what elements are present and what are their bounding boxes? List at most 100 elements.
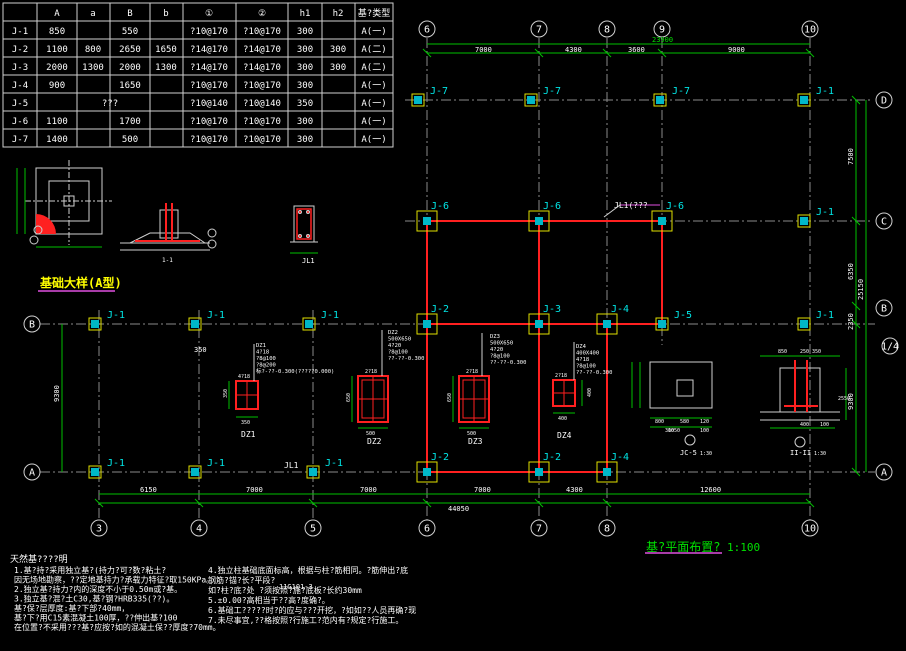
dz2-name: DZ2 <box>367 437 382 446</box>
footing-label: J-1 <box>107 310 125 321</box>
dz2-note: 4?20 <box>388 343 401 349</box>
table-cell: 1700 <box>119 117 141 127</box>
table-header-cell: 基?类型 <box>358 7 390 19</box>
footing-column <box>309 468 317 476</box>
table-cell: ?14@170 <box>243 63 281 73</box>
footing-label: J-4 <box>611 304 629 315</box>
axis-left-A <box>23 463 41 481</box>
dz1-top: 4?18 <box>238 374 250 380</box>
note-left-line: 基?保?层厚度:基?下部?40mm， <box>14 603 129 613</box>
axis-bottom-8 <box>598 519 616 537</box>
dz3-w: 500 <box>467 431 476 437</box>
axis-right-A-label: A <box>881 468 887 479</box>
axis-bottom-5 <box>304 519 322 537</box>
table-cell: A(一) <box>361 27 386 37</box>
dz3-top: 2?18 <box>466 369 478 375</box>
jc5-scale: 1:30 <box>700 451 712 457</box>
table-header-cell: ② <box>258 9 266 19</box>
table-cell: 900 <box>49 81 65 91</box>
dz3-note: ?8@100 <box>490 354 510 360</box>
footing-label: J-7 <box>430 86 448 97</box>
footing-label: J-6 <box>431 201 449 212</box>
axis-right-B-label: B <box>881 304 887 315</box>
dz4-note: ??-??-0.300 <box>576 370 612 376</box>
table-cell: A(一) <box>361 81 386 91</box>
axis-top-8 <box>598 20 616 38</box>
axis-bottom-6-label: 6 <box>424 524 430 535</box>
footing-column <box>423 320 431 328</box>
axis-top-9 <box>653 20 671 38</box>
axis-top-8-label: 8 <box>604 25 610 36</box>
footing-outline <box>88 465 102 479</box>
atlas-ref: 11G101-3 <box>279 583 313 591</box>
table-cell: 300 <box>297 27 313 37</box>
footing-label: J-1 <box>207 458 225 469</box>
jc5-dim: 1050 <box>668 428 680 434</box>
section-ii-ii <box>760 355 847 448</box>
dz2-note: ??-??-0.300 <box>388 356 424 362</box>
table-cell: A(一) <box>361 117 386 127</box>
section-1-1-label: 1-1 <box>162 257 173 264</box>
axis-top-10 <box>801 20 819 38</box>
section-dim: 350 <box>812 349 821 355</box>
footing-column <box>191 468 199 476</box>
table-cell: 300 <box>297 81 313 91</box>
foundation-table <box>2 2 394 148</box>
table-cell: 300 <box>297 45 313 55</box>
note-right-line: 如?柱?底?处 ?须按照?施?底板?长约30mm <box>208 585 362 595</box>
table-cell: ?10@170 <box>190 117 228 127</box>
table-cell: 1100 <box>46 45 68 55</box>
jl1-section-label: JL1 <box>302 257 315 265</box>
table-cell: J-2 <box>12 45 28 55</box>
table-cell: ?10@170 <box>190 27 228 37</box>
dim-top-2: 4300 <box>565 46 582 54</box>
note-left-line: 基?下?用C15素混凝土100厚，??伸出基?100 <box>14 613 178 623</box>
footing-label: J-6 <box>666 201 684 212</box>
dim-top-total: 23900 <box>652 36 673 44</box>
beam-jl1-top: JL1(??? <box>614 201 648 210</box>
plan-scale: 1:100 <box>727 541 760 554</box>
dz4-note: 4?18 <box>576 357 589 363</box>
section-dim: 100 <box>820 422 829 428</box>
table-cell: J-5 <box>12 99 28 109</box>
table-cell: 1650 <box>119 81 141 91</box>
jc5-dim: 800 <box>655 419 664 425</box>
jc5-label: JC-5 <box>680 449 697 457</box>
section-dim: 250 <box>800 349 809 355</box>
table-cell: 1300 <box>82 63 104 73</box>
axis-left-A-label: A <box>29 468 35 479</box>
footing-outline <box>524 93 538 107</box>
notes-right: 4.独立柱基础底面标高，根据与柱?筋相同。?筋伸出?底 钢筋?锚?长?平段? 如… <box>208 565 416 625</box>
table-cell: 500 <box>122 135 138 145</box>
table-cell: 350 <box>297 99 313 109</box>
dz4-note: 400X400 <box>576 351 599 357</box>
jc5-dim: 100 <box>700 428 709 434</box>
notes-title: 天然基????明 <box>10 553 68 565</box>
dz4-note: DZ4 <box>576 344 587 350</box>
beam-jl1-bottom: JL1 <box>284 461 299 470</box>
footing-outline <box>797 317 811 331</box>
dz3-h: 650 <box>447 393 453 402</box>
table-cell: 300 <box>330 45 346 55</box>
footing-label: J-1 <box>816 86 834 97</box>
section-1-1 <box>120 203 217 251</box>
axis-top-7-label: 7 <box>536 25 542 36</box>
table-cell: ?14@170 <box>190 45 228 55</box>
footing-outline <box>302 317 316 331</box>
footing-outline <box>306 465 320 479</box>
footing-label: J-1 <box>321 310 339 321</box>
footings <box>88 93 811 483</box>
axis-right-sub-label: 1/4 <box>881 342 899 353</box>
footing-label: J-2 <box>431 452 449 463</box>
footing-column <box>191 320 199 328</box>
column-dz4 <box>552 379 576 407</box>
dz1-w: 350 <box>241 420 250 426</box>
axis-bottom-6 <box>418 519 436 537</box>
dz4-note: ?8@100 <box>576 364 596 370</box>
footing-column <box>603 468 611 476</box>
footing-outline <box>596 313 618 335</box>
footing-label: J-1 <box>107 458 125 469</box>
dim-bot-total: 44050 <box>448 505 469 513</box>
axis-bottom-7-label: 7 <box>536 524 542 535</box>
axis-top-9-label: 9 <box>659 25 665 36</box>
